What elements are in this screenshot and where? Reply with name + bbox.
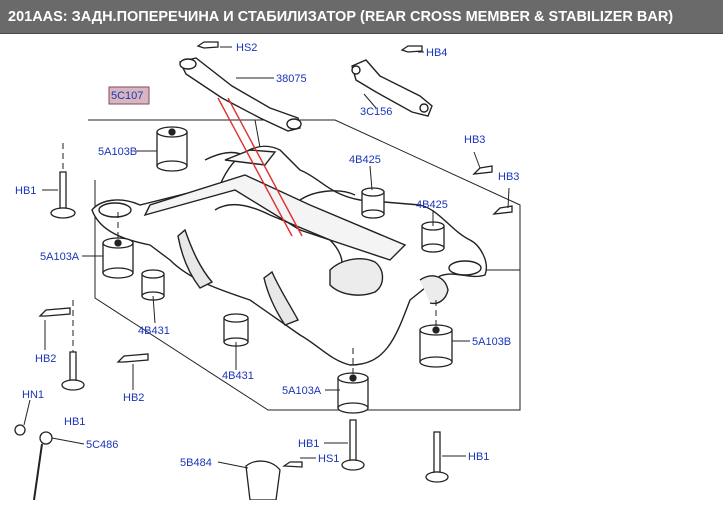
bracket-5b484 bbox=[245, 460, 281, 501]
link-5c486 bbox=[14, 424, 53, 501]
callout-hb1-right[interactable]: HB1 bbox=[468, 451, 489, 463]
callout-hb2-left[interactable]: HB2 bbox=[35, 353, 56, 365]
callout-5c486[interactable]: 5C486 bbox=[86, 439, 118, 451]
assembly-outline bbox=[88, 119, 521, 411]
callout-5a103a-left[interactable]: 5A103A bbox=[40, 251, 80, 263]
callout-hb3[interactable]: HB3 bbox=[464, 134, 485, 146]
callout-hb1-mid[interactable]: HB1 bbox=[64, 416, 85, 428]
callout-4b425-b[interactable]: 4B425 bbox=[416, 199, 448, 211]
callout-4b425-a[interactable]: 4B425 bbox=[349, 154, 381, 166]
red-callout-line-2 bbox=[227, 97, 303, 237]
callout-hb2-mid[interactable]: HB2 bbox=[123, 392, 144, 404]
diagram-title: 201AAS: ЗАДН.ПОПЕРЕЧИНА И СТАБИЛИЗАТОР (… bbox=[8, 8, 674, 25]
bolt-icon bbox=[61, 351, 85, 391]
bushing-icon bbox=[156, 126, 188, 172]
callout-4b431-a[interactable]: 4B431 bbox=[138, 325, 170, 337]
callout-hb1-bottom[interactable]: HB1 bbox=[298, 438, 319, 450]
callout-hb1-left[interactable]: HB1 bbox=[15, 185, 36, 197]
diagram-header: 201AAS: ЗАДН.ПОПЕРЕЧИНА И СТАБИЛИЗАТОР (… bbox=[0, 0, 723, 34]
mount-icon bbox=[223, 313, 249, 347]
bushing-icon bbox=[102, 237, 134, 279]
bushing-icon bbox=[419, 324, 453, 368]
callout-5a103a-bottom[interactable]: 5A103A bbox=[282, 385, 322, 397]
parts-diagram: HS2 38075 HB4 3C156 5C107 5A103B HB3 4B4… bbox=[0, 34, 723, 501]
callout-5a103b-right[interactable]: 5A103B bbox=[472, 336, 511, 348]
callout-5b484[interactable]: 5B484 bbox=[180, 457, 212, 469]
callout-5a103b-top[interactable]: 5A103B bbox=[98, 146, 137, 158]
link-3c156 bbox=[351, 59, 433, 117]
dashed-leaders bbox=[62, 143, 437, 378]
callout-hn1[interactable]: HN1 bbox=[22, 389, 44, 401]
screw-icon bbox=[38, 41, 513, 468]
stabilizer-bar bbox=[178, 57, 302, 132]
bushing-icon bbox=[337, 372, 369, 414]
callout-4b431-b[interactable]: 4B431 bbox=[222, 370, 254, 382]
bolt-icon bbox=[425, 431, 449, 483]
mount-icon bbox=[361, 187, 385, 219]
callout-hb4[interactable]: HB4 bbox=[426, 47, 447, 59]
callout-5c107[interactable]: 5C107 bbox=[111, 90, 143, 102]
mount-icon bbox=[421, 221, 445, 253]
bolt-icon bbox=[341, 419, 365, 471]
leader-lines bbox=[23, 46, 510, 469]
bolt-icon bbox=[50, 171, 76, 219]
cross-member bbox=[91, 145, 487, 366]
red-callout-line bbox=[217, 97, 293, 237]
callout-hs1[interactable]: HS1 bbox=[318, 453, 339, 465]
exploded-view-drawing: HS2 38075 HB4 3C156 5C107 5A103B HB3 4B4… bbox=[14, 41, 521, 501]
callout-hs2[interactable]: HS2 bbox=[236, 42, 257, 54]
callout-3c156[interactable]: 3C156 bbox=[360, 106, 392, 118]
callout-hb3-right[interactable]: HB3 bbox=[498, 171, 519, 183]
highlighted-part-tag bbox=[108, 86, 150, 105]
mount-icon bbox=[141, 269, 165, 301]
callout-38075[interactable]: 38075 bbox=[276, 73, 307, 85]
